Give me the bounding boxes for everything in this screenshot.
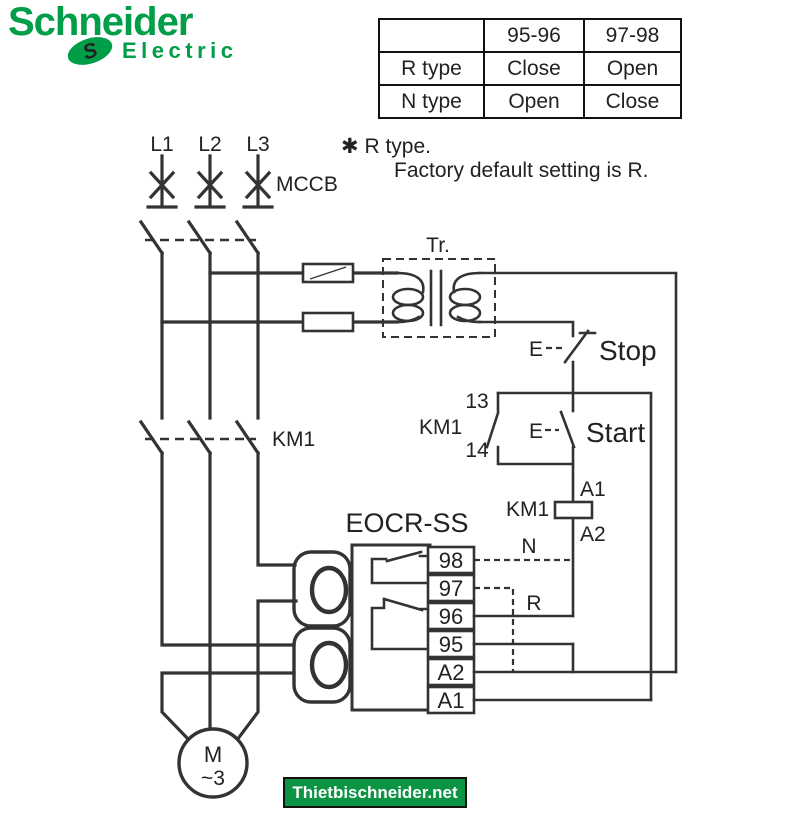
asterisk-icon: ✱ <box>341 135 359 158</box>
table-row: N type Open Close <box>378 84 682 119</box>
km1-coil-label: KM1 <box>506 498 549 521</box>
mccb-breaker <box>138 219 261 256</box>
table-row: R type Close Open <box>378 51 682 86</box>
r-type-97-98: Open <box>583 51 682 86</box>
km1-contactor-label: KM1 <box>272 428 315 451</box>
motor: M ~3 <box>177 727 249 799</box>
stop-button <box>546 329 597 364</box>
watermark-badge: Thietbischneider.net <box>283 777 467 808</box>
r-type-95-96: Close <box>483 51 585 86</box>
fuse-upper <box>301 262 355 284</box>
control-transformer <box>382 258 496 338</box>
svg-text:S: S <box>80 38 100 64</box>
control-wires <box>478 271 678 702</box>
eocr-body <box>350 543 432 712</box>
note-line-2: Factory default setting is R. <box>394 159 649 182</box>
power-wires-lower <box>160 451 298 743</box>
row-label-r-type: R type <box>378 51 485 86</box>
note-line-1: ✱ R type. <box>341 135 431 158</box>
schneider-s-icon: S <box>67 37 113 65</box>
current-transformer-upper <box>292 550 352 628</box>
power-wires-upper <box>160 251 399 420</box>
transformer-primary-coil <box>391 271 425 324</box>
contact-config-table: 95-96 97-98 R type Close Open N type Ope… <box>378 18 682 119</box>
aux-terminal-13: 13 <box>465 390 488 413</box>
n-type-95-96: Open <box>483 84 585 119</box>
coil-terminal-a1: A1 <box>580 478 606 501</box>
eocr-no-contact-97-98 <box>370 550 430 585</box>
phase-label-l3: L3 <box>246 133 269 156</box>
terminal-96-box <box>426 601 476 631</box>
current-transformer-lower <box>292 626 352 704</box>
start-label: Start <box>586 417 645 448</box>
km1-contactor <box>138 419 261 456</box>
terminal-95-label: 95 <box>439 632 463 657</box>
start-actuator-label: E <box>529 420 543 443</box>
start-button <box>545 410 576 449</box>
stop-label: Stop <box>599 335 657 366</box>
transformer-label: Tr. <box>426 234 450 257</box>
table-header-95-96: 95-96 <box>483 18 585 53</box>
logo-wordmark: Schneider <box>8 0 193 44</box>
transformer-secondary-coil <box>448 271 482 324</box>
km1-aux-label: KM1 <box>419 416 462 439</box>
row-label-n-type: N type <box>378 84 485 119</box>
terminal-97-label: 97 <box>439 576 463 601</box>
fuse-lower <box>301 311 355 333</box>
table-header-blank <box>378 18 485 53</box>
motor-m-label: M <box>204 742 222 767</box>
terminal-a2-label: A2 <box>438 660 465 685</box>
terminal-98-label: 98 <box>439 548 463 573</box>
terminal-95-box <box>426 629 476 659</box>
km1-aux-contact <box>485 411 500 449</box>
terminal-a2-box <box>426 657 476 687</box>
phase-label-l2: L2 <box>198 133 221 156</box>
terminal-98-box <box>426 545 476 575</box>
eocr-nc-contact-95-96 <box>370 597 430 651</box>
aux-terminal-14: 14 <box>465 439 489 462</box>
km1-coil <box>553 500 594 520</box>
n-type-97-98: Close <box>583 84 682 119</box>
logo-sub-wordmark: Electric <box>122 38 238 63</box>
motor-phase-label: ~3 <box>201 767 225 790</box>
terminal-96-label: 96 <box>439 604 463 629</box>
mccb-label: MCCB <box>276 173 338 196</box>
eocr-title: EOCR-SS <box>345 508 468 538</box>
relay-output-wires <box>472 558 678 702</box>
wire-label-r: R <box>526 592 541 615</box>
schneider-logo: Schneider S Electric <box>8 2 268 74</box>
coil-terminal-a2: A2 <box>580 523 606 546</box>
supply-terminal-symbols <box>146 154 274 209</box>
terminal-a1-label: A1 <box>438 688 465 713</box>
phase-label-l1: L1 <box>150 133 173 156</box>
eocr-terminal-blocks: 98 97 96 95 A2 A1 <box>426 545 476 715</box>
table-header-97-98: 97-98 <box>583 18 682 53</box>
watermark-text: Thietbischneider.net <box>292 782 458 802</box>
stop-actuator-label: E <box>529 338 543 361</box>
wire-label-n: N <box>521 535 536 558</box>
